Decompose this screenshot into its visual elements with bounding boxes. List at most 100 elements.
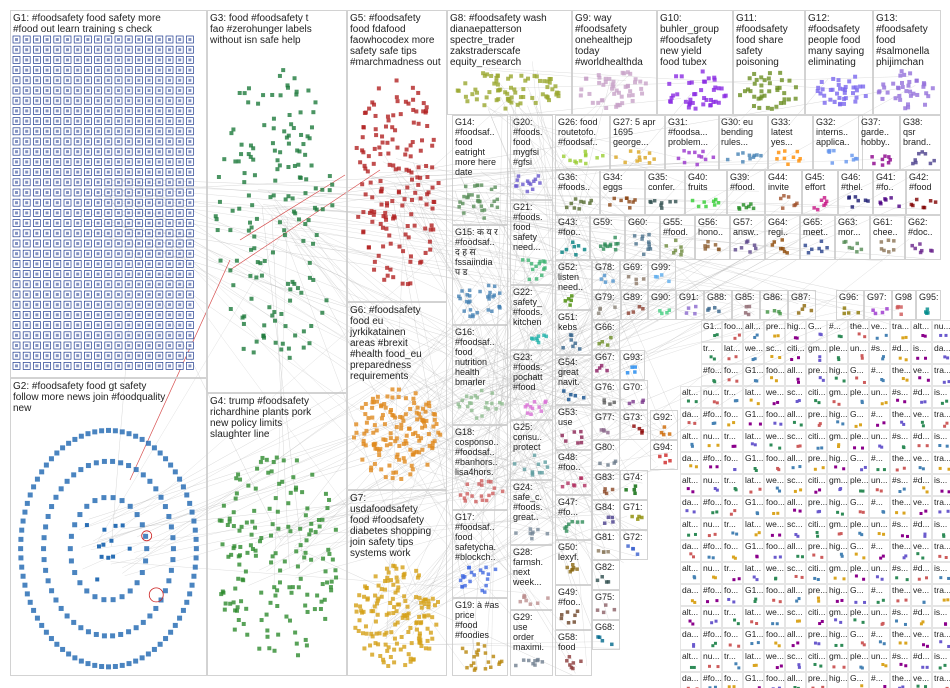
small-cluster-label: is...	[913, 343, 926, 353]
group-label-g71: G71:	[623, 502, 643, 512]
group-label-g31: G31:#foodsa...problem...	[668, 117, 708, 147]
group-nodes-g94	[658, 453, 672, 465]
small-cluster-label: the...	[850, 321, 869, 331]
small-cluster-label: the...	[892, 673, 911, 683]
group-box-g17	[452, 510, 508, 598]
group-nodes-g89	[626, 304, 645, 315]
group-nodes-g82	[595, 575, 611, 584]
small-cluster-label: sc...	[766, 343, 782, 353]
group-label-g89: G89:	[623, 292, 643, 302]
group-box-g27	[610, 115, 665, 170]
group-box-g82	[592, 560, 620, 590]
group-box-g89	[620, 290, 648, 320]
small-cluster-label: #...	[829, 321, 841, 331]
group-box-g6	[347, 302, 447, 490]
group-box-g87	[788, 290, 816, 320]
group-nodes-g46	[847, 195, 870, 209]
group-box-g31	[665, 115, 720, 170]
group-box-g73	[620, 410, 648, 440]
group-label-g36: G36:#foods..	[558, 172, 590, 192]
small-cluster-label: #...	[871, 409, 883, 419]
group-box-g29	[510, 610, 553, 676]
small-cluster-label: hig...	[829, 453, 847, 463]
group-box-g9	[572, 10, 657, 115]
small-cluster-label: da...	[682, 673, 699, 683]
group-box-g90	[648, 290, 676, 320]
group-nodes-g47	[563, 519, 585, 533]
group-label-g56: G56:hono..	[698, 217, 723, 237]
group-nodes-g63	[842, 239, 864, 254]
small-cluster-label: da...	[682, 585, 699, 595]
small-cluster-label: tra...	[934, 585, 950, 595]
small-cluster-label: #s...	[892, 387, 908, 397]
small-cluster-label: da...	[682, 629, 699, 639]
small-cluster-label: nu...	[703, 651, 720, 661]
small-cluster-label: ple...	[850, 387, 868, 397]
group-label-g73: G73:	[623, 412, 643, 422]
group-box-g96	[836, 290, 864, 320]
small-cluster-label: un...	[871, 431, 888, 441]
group-nodes-g68	[596, 635, 614, 647]
group-nodes-g97	[871, 307, 889, 316]
small-cluster-label: tra...	[934, 409, 950, 419]
group-label-g91: G91:	[679, 292, 699, 302]
group-nodes-g85	[743, 304, 752, 317]
group-box-g93	[620, 350, 645, 380]
group-label-g60: G60:	[628, 217, 648, 227]
small-cluster-label: hig...	[829, 365, 847, 375]
small-cluster-label: tra...	[934, 365, 950, 375]
small-cluster-label: citi...	[808, 475, 825, 485]
small-cluster-label: ve...	[913, 365, 929, 375]
small-cluster-label: hig...	[829, 673, 847, 683]
small-cluster-label: un...	[871, 563, 888, 573]
group-nodes-g87	[796, 304, 814, 315]
group-nodes-g14	[457, 183, 500, 220]
group-box-g83	[592, 470, 620, 500]
group-label-g93: G93:	[623, 352, 643, 362]
group-box-g71	[620, 500, 648, 530]
small-cluster-label: foo...	[766, 673, 785, 683]
group-box-g26	[555, 115, 610, 170]
small-cluster-label: #fo...	[703, 409, 722, 419]
small-cluster-label: tr...	[724, 431, 736, 441]
group-box-g63	[835, 215, 870, 260]
group-nodes-g31	[676, 149, 716, 167]
group-nodes-g91	[684, 304, 698, 316]
group-nodes-g59	[599, 235, 620, 252]
small-cluster-label: da...	[682, 541, 699, 551]
group-label-g55: G55:#food.	[663, 217, 688, 237]
group-nodes-g64	[770, 238, 789, 255]
group-label-g66: G66:	[595, 322, 615, 332]
group-nodes-g98	[895, 304, 903, 317]
group-label-g78: G78:	[595, 262, 615, 272]
small-cluster-label: da...	[682, 497, 699, 507]
small-cluster-label: foo...	[766, 365, 785, 375]
small-cluster-label: we...	[765, 387, 784, 397]
small-cluster-label: tra...	[892, 321, 909, 331]
small-cluster-label: ve...	[913, 629, 929, 639]
group-box-g72	[620, 530, 648, 560]
small-cluster-label: un...	[850, 343, 867, 353]
group-box-g67	[592, 350, 620, 380]
small-cluster-label: all...	[787, 585, 803, 595]
small-cluster-label: gm...	[829, 651, 848, 661]
group-box-g25	[510, 420, 553, 480]
small-cluster-label: #s...	[871, 343, 887, 353]
small-cluster-label: sc...	[787, 431, 803, 441]
group-nodes-g53	[560, 429, 584, 445]
small-cluster-label: #fo...	[703, 365, 722, 375]
group-nodes-g54	[562, 389, 586, 402]
small-cluster-label: we...	[744, 343, 763, 353]
group-box-g69	[620, 260, 648, 290]
group-label-g53: G53:use	[558, 407, 578, 427]
group-nodes-g45	[812, 195, 829, 212]
small-cluster-label: gm...	[829, 431, 848, 441]
group-nodes-g51	[561, 333, 582, 351]
small-cluster-label: G1...	[745, 673, 763, 683]
